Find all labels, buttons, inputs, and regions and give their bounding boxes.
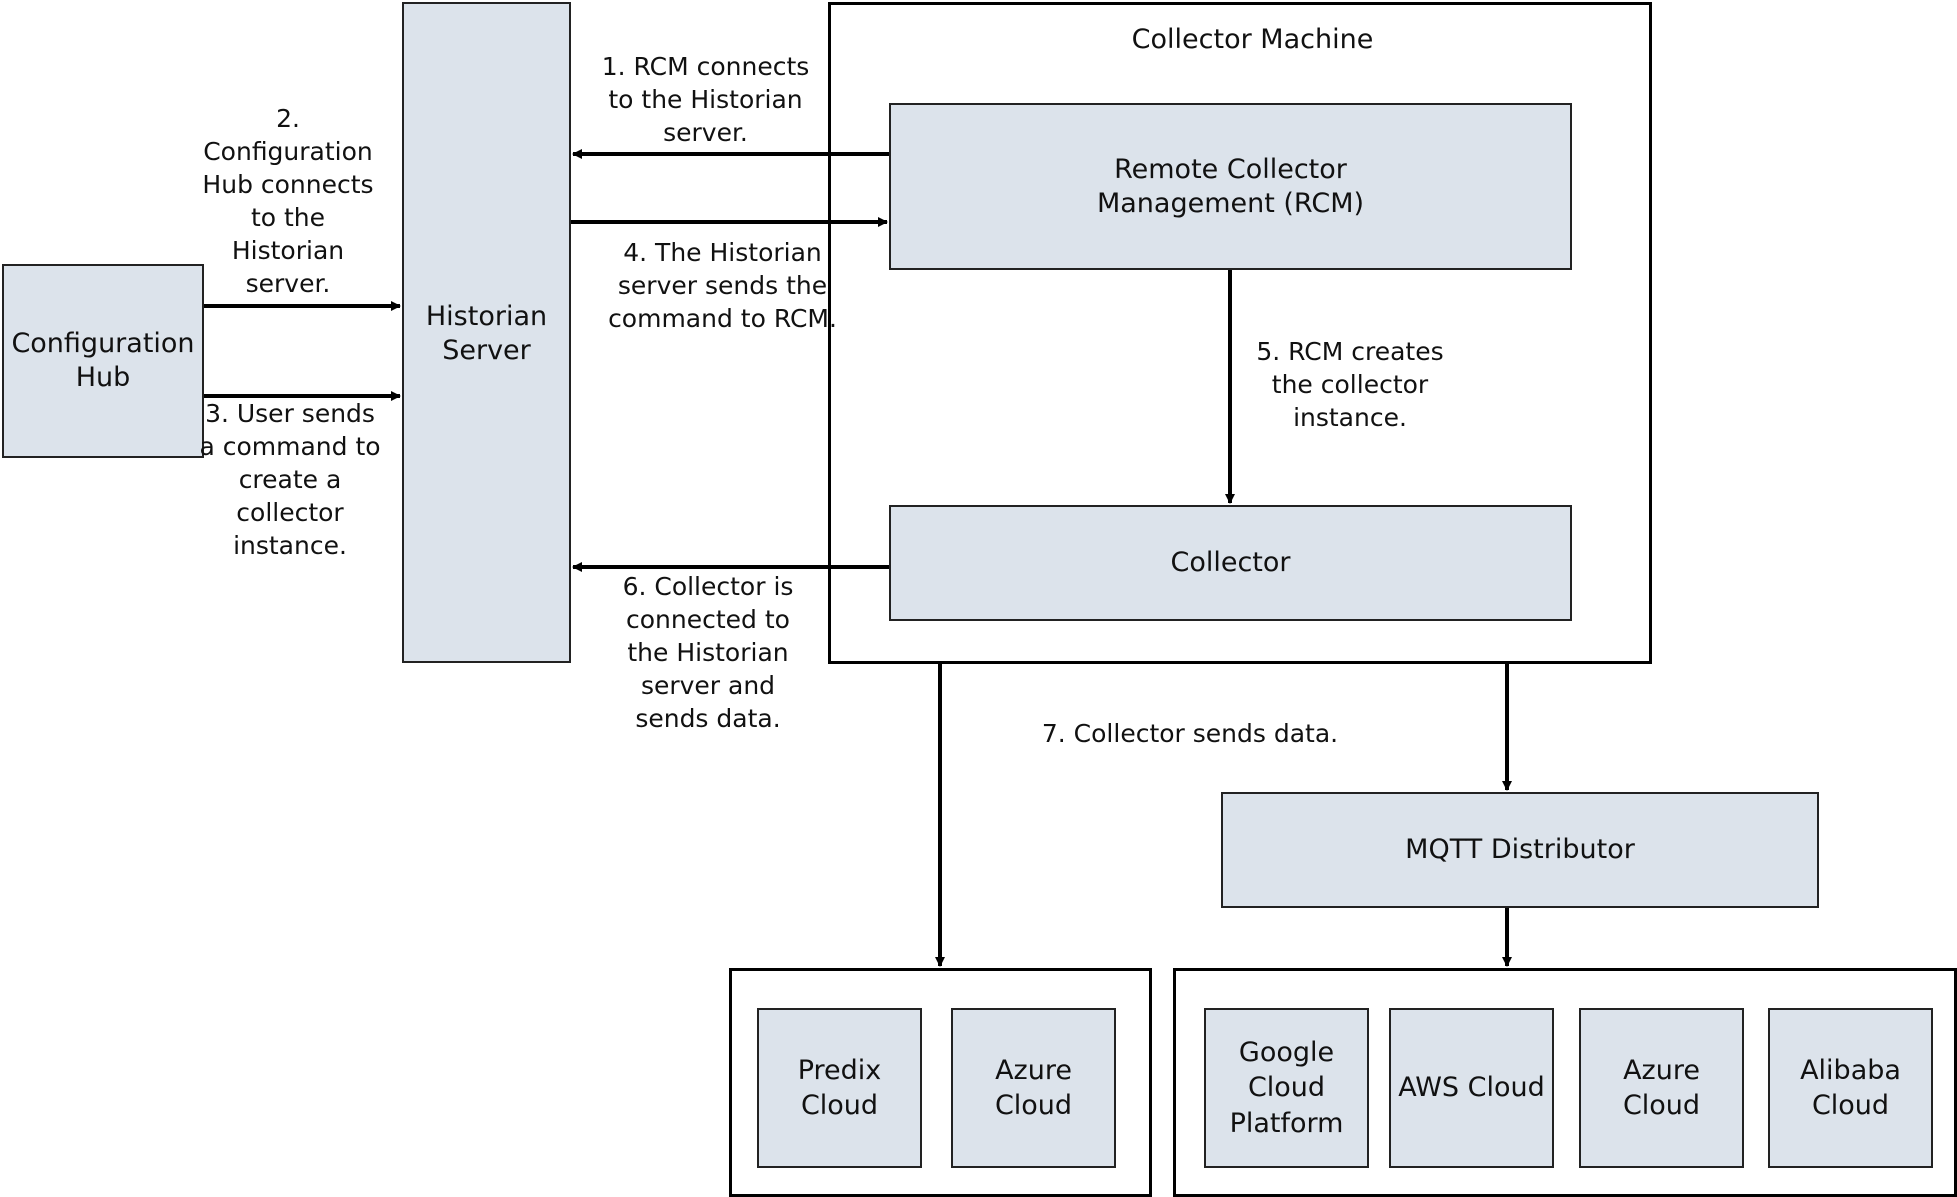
azure-cloud-box-right: Azure Cloud (1579, 1008, 1744, 1168)
step-4-label: 4. The Historian server sends the comman… (608, 238, 837, 333)
predix-cloud-label: Predix Cloud (797, 1054, 882, 1121)
rcm-box: Remote Collector Management (RCM) (889, 103, 1572, 270)
rcm-label: Remote Collector Management (RCM) (1096, 153, 1365, 219)
step-5-label: 5. RCM creates the collector instance. (1256, 337, 1444, 432)
collector-box: Collector (889, 505, 1572, 621)
step-2-label: 2. Configuration Hub connects to the His… (202, 104, 374, 298)
azure-cloud-label-right: Azure Cloud (1622, 1054, 1701, 1121)
step-3-label: 3. User sends a command to create a coll… (199, 399, 381, 560)
historian-server-label: Historian Server (425, 301, 548, 366)
alibaba-cloud-label: Alibaba Cloud (1800, 1054, 1901, 1121)
google-cloud-box: Google Cloud Platform (1204, 1008, 1369, 1168)
historian-server-box: Historian Server (402, 2, 571, 663)
aws-cloud-box: AWS Cloud (1389, 1008, 1554, 1168)
step-7-label: 7. Collector sends data. (1041, 719, 1339, 748)
mqtt-cloud-group (1173, 968, 1957, 1197)
alibaba-cloud-box: Alibaba Cloud (1768, 1008, 1933, 1168)
collector-machine-title: Collector Machine (1131, 24, 1374, 55)
collector-label: Collector (1170, 547, 1291, 579)
aws-cloud-label: AWS Cloud (1398, 1072, 1545, 1104)
azure-cloud-box-left: Azure Cloud (951, 1008, 1116, 1168)
direct-cloud-group (729, 968, 1152, 1197)
google-cloud-label: Google Cloud Platform (1229, 1037, 1344, 1139)
configuration-hub-label: Configuration Hub (11, 328, 195, 393)
mqtt-distributor-label: MQTT Distributor (1405, 834, 1635, 866)
collector-machine-container (828, 2, 1652, 664)
mqtt-distributor-box: MQTT Distributor (1221, 792, 1819, 908)
step-6-label: 6. Collector is connected to the Histori… (622, 572, 794, 733)
configuration-hub-box: Configuration Hub (2, 264, 204, 458)
azure-cloud-label-left: Azure Cloud (994, 1054, 1073, 1121)
predix-cloud-box: Predix Cloud (757, 1008, 922, 1168)
step-1-label: 1. RCM connects to the Historian server. (601, 52, 810, 147)
